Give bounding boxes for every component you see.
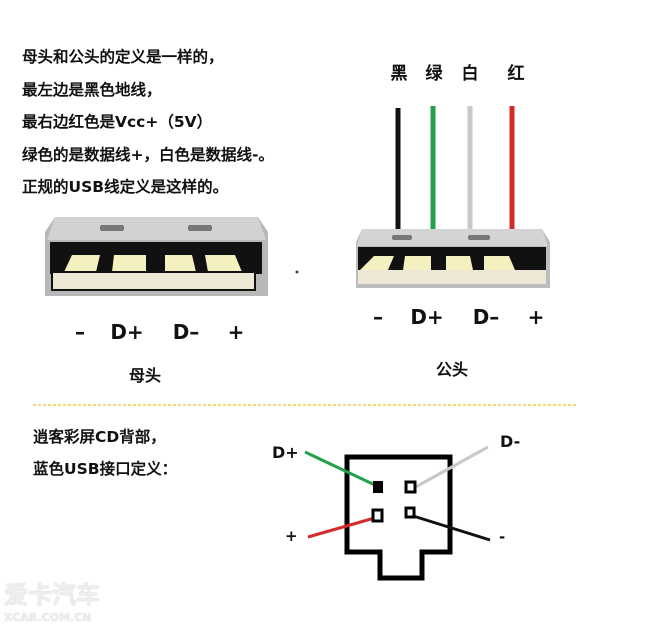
watermark-brand: 爱卡汽车 [4,581,100,609]
minus-wire [409,513,491,542]
male-pin-ground: – [373,305,383,329]
female-pin-dplus: D+ [110,320,144,344]
wire-label-white: 白 [461,64,479,84]
intro-line-1: 母头和公头的定义是一样的， [22,48,224,66]
cd-label-minus: - [499,528,506,546]
wire-label-black: 黑 [390,64,408,84]
male-pin-dplus: D+ [410,305,444,329]
intro-line-2: 最左边是黑色地线， [22,81,162,99]
female-connector [45,217,268,296]
male-connector [356,229,550,288]
cd-text-line-2: 蓝色USB接口定义： [33,460,178,478]
female-pin-ground: – [75,320,85,344]
wire-label-green: 绿 [425,64,443,84]
intro-line-4: 绿色的是数据线+，白色是数据线-。 [22,146,274,164]
watermark-site: XCAR.COM.CN [4,611,92,624]
intro-line-5: 正规的USB线定义是这样的。 [22,178,229,196]
dminus-wire [411,445,489,491]
cd-label-dplus: D+ [272,443,299,462]
female-pin-vcc: + [227,320,245,344]
cd-label-plus: + [285,527,298,545]
dplus-wire [304,450,378,488]
male-pin-dminus: D– [472,305,500,329]
male-caption: 公头 [435,360,469,379]
dot [295,270,299,274]
female-pin-dminus: D– [172,320,200,344]
cd-text-line-1: 逍客彩屏CD背部， [33,428,166,446]
cd-usb-connector [304,445,491,581]
cd-label-dminus: D- [500,432,521,451]
wire-label-red: 红 [507,64,525,84]
female-caption: 母头 [128,366,162,385]
intro-line-3: 最右边红色是Vcc+（5V） [22,113,213,131]
male-pin-vcc: + [527,305,545,329]
plus-wire [307,515,379,539]
